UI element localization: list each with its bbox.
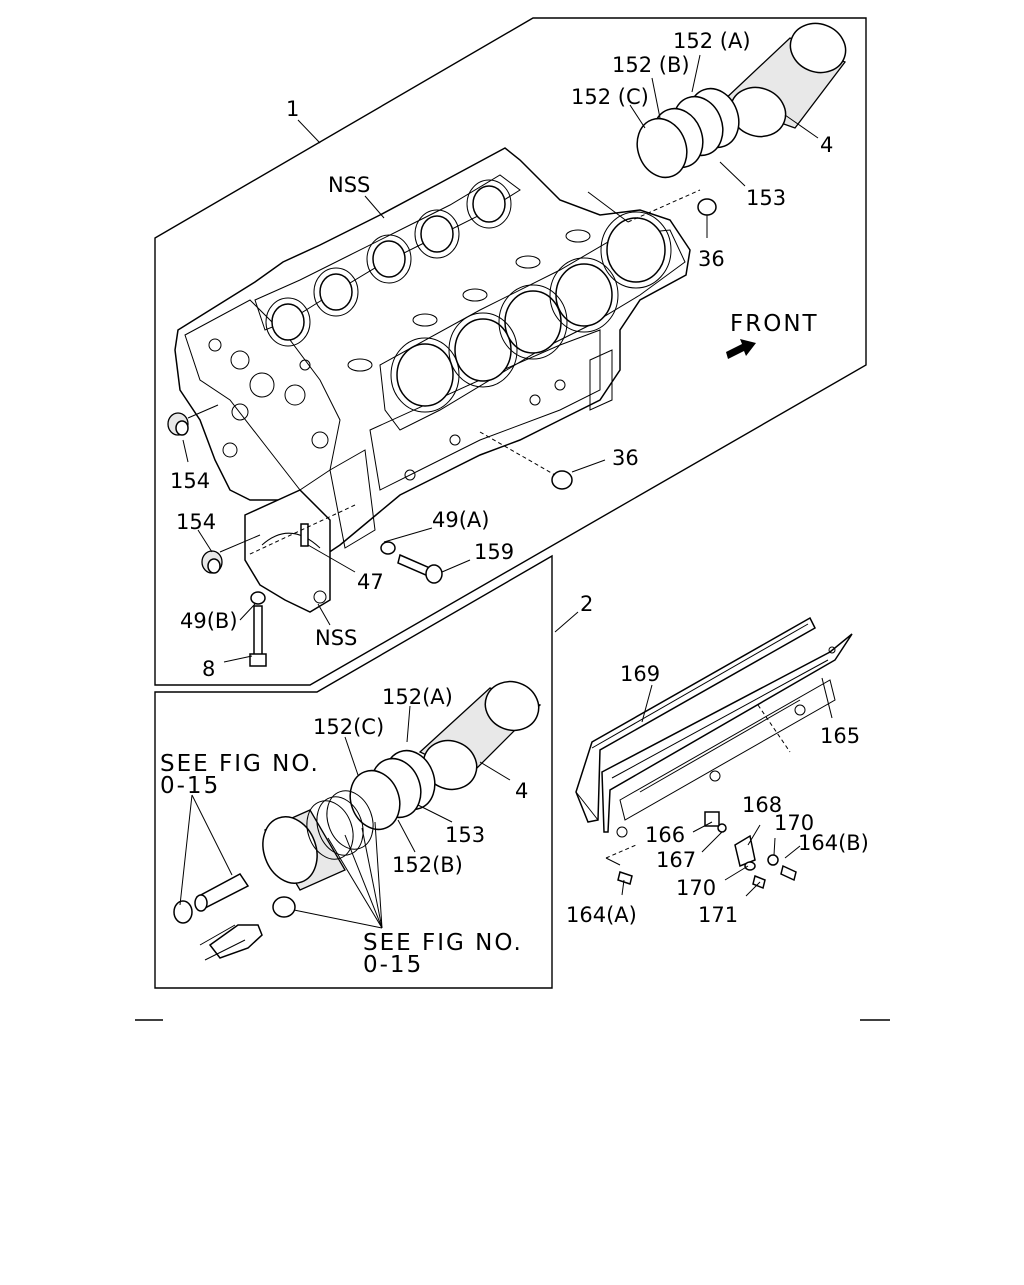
- label-8: 8: [202, 657, 215, 681]
- label-168: 168: [742, 793, 782, 817]
- label-49a: 49(A): [432, 508, 489, 532]
- see-fig-reference-1: SEE FIG NO. 0-15: [160, 751, 320, 799]
- plug-154-a: [167, 412, 189, 436]
- label-152b-bot: 152(B): [392, 853, 463, 877]
- callout-labels: 1 2 NSS NSS 152 (A) 152 (B) 152 (C) 4 15…: [170, 29, 869, 927]
- see-fig-1-line2: 0-15: [160, 773, 220, 799]
- label-170-a: 170: [774, 811, 814, 835]
- cylinder-liner-top: [720, 22, 847, 138]
- label-165: 165: [820, 724, 860, 748]
- see-fig-2-line2: 0-15: [363, 952, 423, 978]
- see-fig-reference-2: SEE FIG NO. 0-15: [363, 930, 523, 978]
- label-154-b: 154: [176, 510, 216, 534]
- group-1-frame: [154, 17, 867, 686]
- label-4-top: 4: [820, 133, 833, 157]
- leader-lines-group-2: [179, 611, 579, 929]
- label-36-a: 36: [698, 247, 725, 271]
- plug-36-lower: [551, 470, 573, 490]
- see-fig-2-line1: SEE FIG NO.: [363, 930, 523, 956]
- label-164a: 164(A): [566, 903, 637, 927]
- label-166: 166: [645, 823, 685, 847]
- dowel-pin-47: [300, 523, 309, 547]
- leader-lines-group-1: [182, 54, 819, 663]
- plug-36-top: [697, 198, 717, 216]
- label-171: 171: [698, 903, 738, 927]
- label-159: 159: [474, 540, 514, 564]
- label-164b: 164(B): [798, 831, 869, 855]
- see-fig-1-line1: SEE FIG NO.: [160, 751, 320, 777]
- label-153-top: 153: [746, 186, 786, 210]
- label-36-b: 36: [612, 446, 639, 470]
- label-152c-bot: 152(C): [313, 715, 384, 739]
- plug-154-b: [201, 550, 223, 574]
- leader-lines-rail: [605, 677, 833, 897]
- cylinder-block-illustration: [174, 147, 691, 613]
- group-2-frame: [154, 554, 553, 989]
- label-152b-top: 152 (B): [612, 53, 690, 77]
- bolt-8: [249, 591, 267, 667]
- seal-rings-top: [636, 87, 740, 179]
- label-47: 47: [357, 570, 384, 594]
- label-169: 169: [620, 662, 660, 686]
- label-49b: 49(B): [180, 609, 238, 633]
- label-153-bot: 153: [445, 823, 485, 847]
- label-167: 167: [656, 848, 696, 872]
- label-152a-bot: 152(A): [382, 685, 453, 709]
- label-nss-top: NSS: [328, 173, 370, 197]
- rail-cover-assembly: [575, 616, 853, 890]
- label-170-b: 170: [676, 876, 716, 900]
- bolt-159: [380, 541, 443, 584]
- label-4-bot: 4: [515, 779, 528, 803]
- liner-assembly-group-2: [173, 680, 542, 961]
- label-1: 1: [286, 97, 299, 121]
- direction-label: FRONT: [730, 311, 819, 337]
- label-152c-top: 152 (C): [571, 85, 649, 109]
- label-2: 2: [580, 592, 593, 616]
- label-154-a: 154: [170, 469, 210, 493]
- front-arrow-icon: [726, 339, 756, 359]
- label-nss-bottom: NSS: [315, 626, 357, 650]
- label-152a-top: 152 (A): [673, 29, 751, 53]
